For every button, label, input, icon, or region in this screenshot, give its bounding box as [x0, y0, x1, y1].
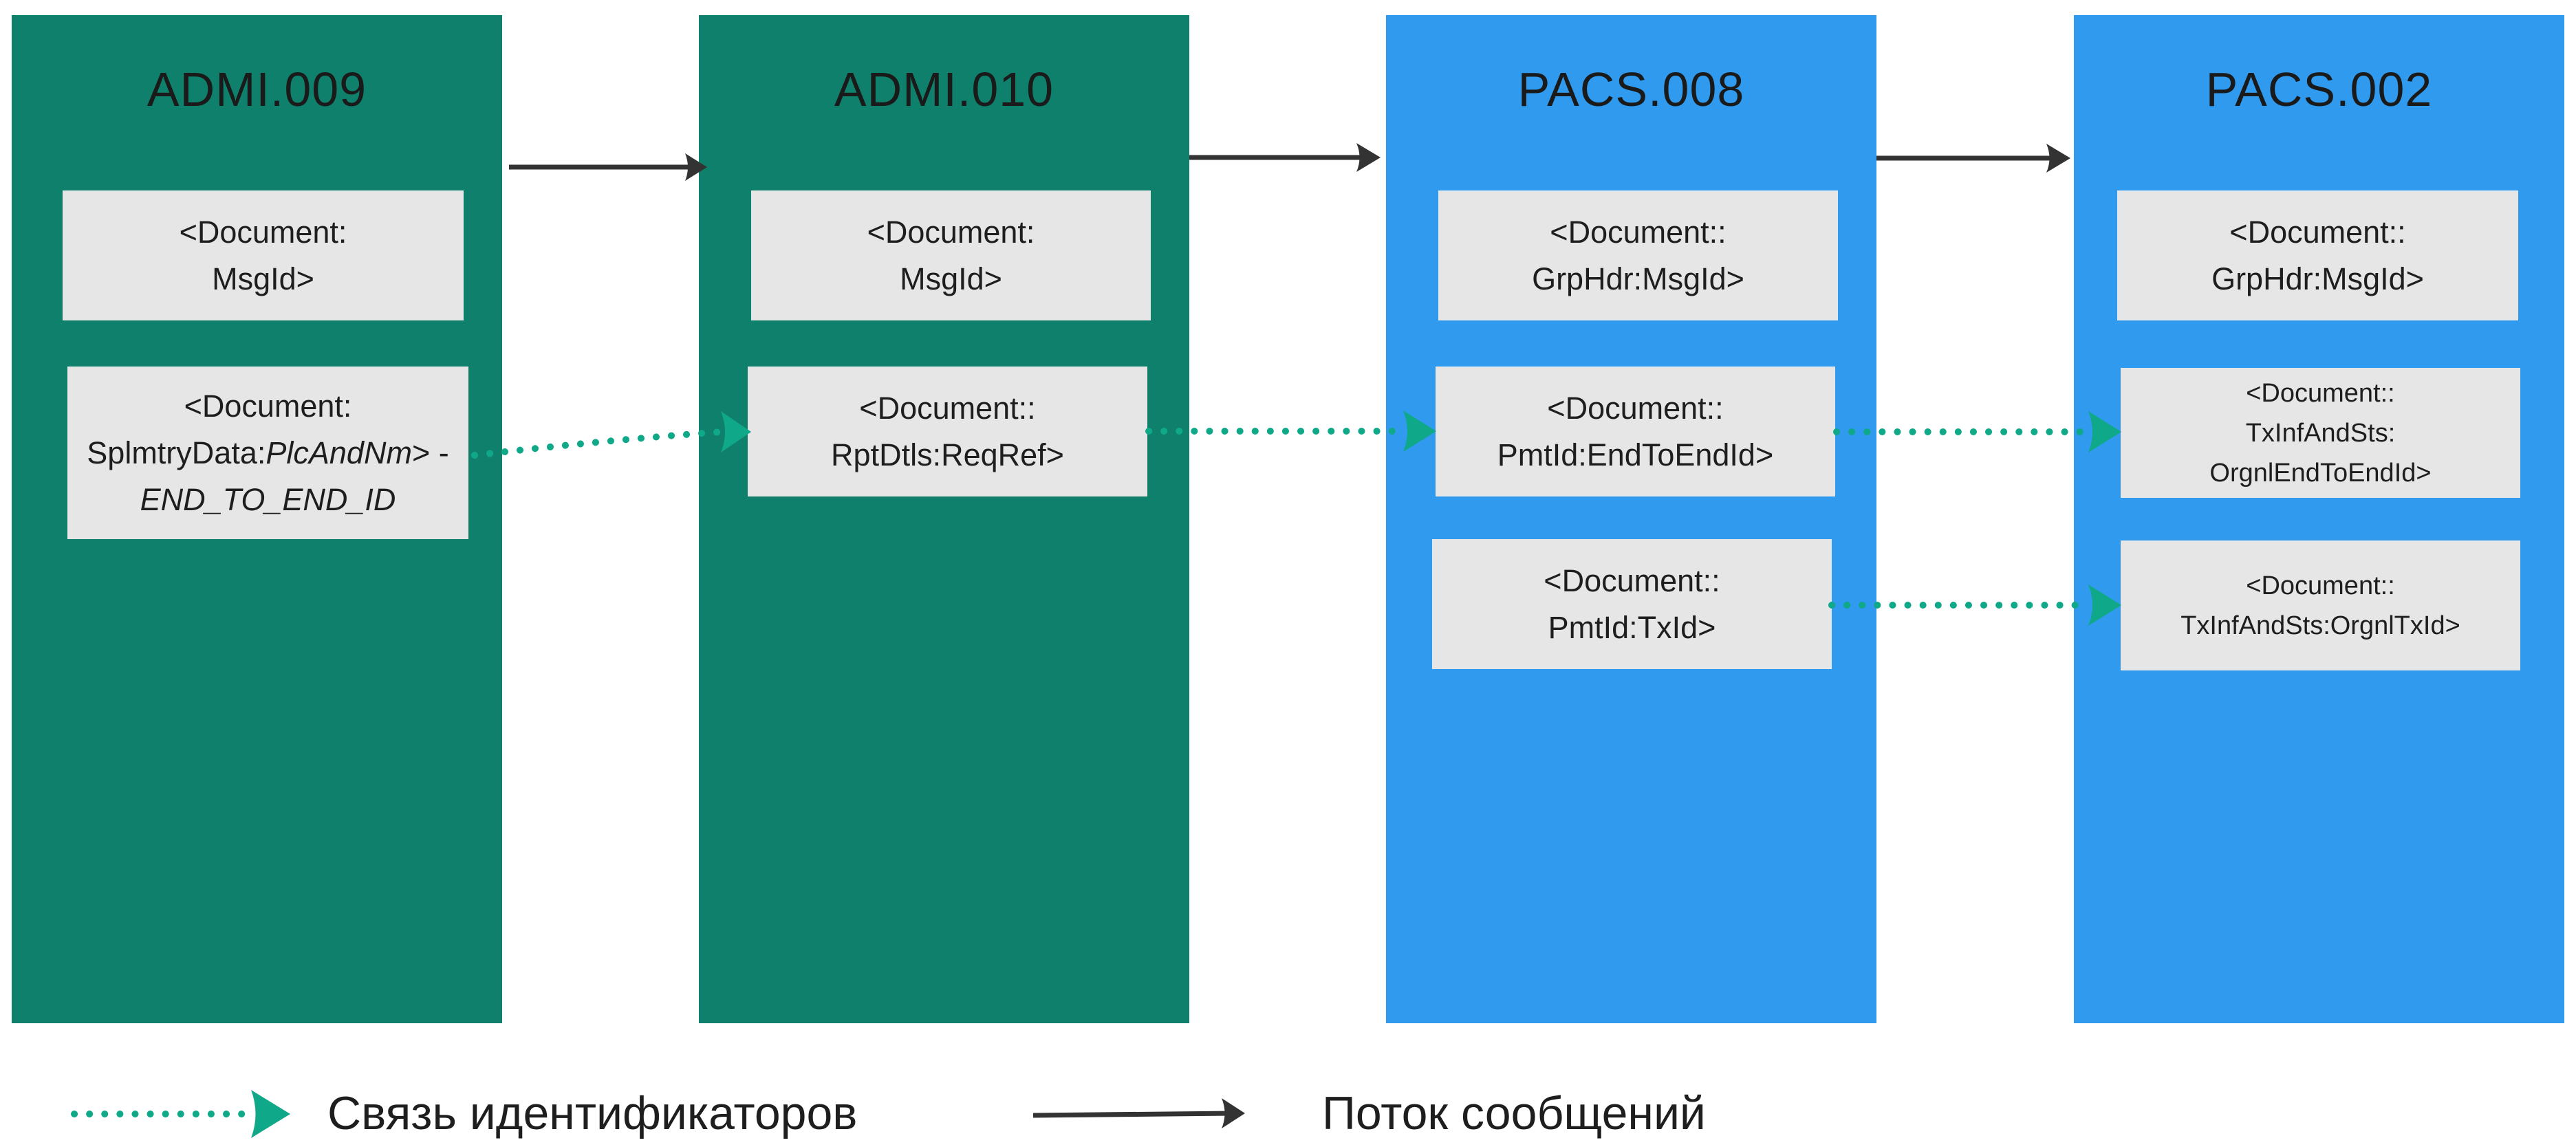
column-pacs-008: PACS.008 — [1386, 15, 1876, 1023]
field-line: <Document: — [179, 214, 347, 250]
field-box-pacs008-txid: <Document:: PmtId:TxId> — [1432, 539, 1832, 669]
field-line: RptDtls:ReqRef> — [831, 437, 1064, 472]
column-title: ADMI.010 — [834, 63, 1054, 116]
legend-id-link-label: Связь идентификаторов — [327, 1087, 858, 1139]
field-line: MsgId> — [212, 261, 314, 296]
field-text: > - — [411, 435, 449, 470]
legend-id-link-icon — [71, 1090, 290, 1138]
field-box-pacs002-orgnlendtoendid: <Document:: TxInfAndSts: OrgnlEndToEndId… — [2121, 368, 2520, 498]
id-link-arrow — [471, 411, 751, 459]
field-line: <Document: — [867, 214, 1035, 250]
field-box-pacs002-orgnltxid: <Document:: TxInfAndSts:OrgnlTxId> — [2121, 540, 2520, 670]
id-link-arrow — [1828, 585, 2121, 626]
field-box-admi009-plcandnm: <Document: SplmtryData:PlcAndNm> - END_T… — [67, 367, 468, 539]
field-box-admi010-msgid: <Document: MsgId> — [751, 190, 1151, 320]
field-line: PmtId:EndToEndId> — [1497, 437, 1774, 472]
field-line: MsgId> — [900, 261, 1002, 296]
column-admi-010: ADMI.010 — [699, 15, 1189, 1023]
field-text: SplmtryData: — [87, 435, 266, 470]
field-line: <Document: — [184, 388, 352, 424]
field-line: GrpHdr:MsgId> — [2211, 261, 2424, 296]
field-line: <Document:: — [859, 390, 1036, 426]
field-line: TxInfAndSts: — [2245, 418, 2396, 448]
field-box-pacs008-endtoendid: <Document:: PmtId:EndToEndId> — [1436, 367, 1835, 496]
column-title: PACS.002 — [2205, 63, 2433, 116]
field-box-pacs008-msgid: <Document:: GrpHdr:MsgId> — [1438, 190, 1838, 320]
message-flow-arrow — [509, 153, 707, 181]
legend-message-flow-icon — [1032, 1098, 1245, 1128]
legend-message-flow-label: Поток сообщений — [1322, 1087, 1706, 1139]
column-pacs-002: PACS.002 — [2074, 15, 2564, 1023]
field-box-admi009-msgid: <Document: MsgId> — [63, 190, 464, 320]
id-link-arrow — [1145, 411, 1436, 452]
field-box-admi010-reqref: <Document:: RptDtls:ReqRef> — [748, 367, 1147, 496]
field-line: <Document:: — [2246, 571, 2395, 600]
field-line: <Document:: — [2246, 378, 2395, 408]
field-line: PmtId:TxId> — [1548, 609, 1716, 645]
field-line: GrpHdr:MsgId> — [1532, 261, 1744, 296]
field-line: <Document:: — [2229, 214, 2406, 250]
message-flow-arrow — [1876, 144, 2070, 173]
field-text-italic: END_TO_END_ID — [140, 481, 396, 517]
field-line: END_TO_END_ID — [87, 477, 448, 523]
field-line: OrgnlEndToEndId> — [2209, 458, 2432, 488]
field-line: <Document:: — [1544, 562, 1720, 598]
field-line: SplmtryData:PlcAndNm> - — [87, 430, 448, 477]
field-text-italic: PlcAndNm — [266, 435, 412, 470]
column-title: PACS.008 — [1517, 63, 1745, 116]
column-title: ADMI.009 — [147, 63, 367, 116]
id-link-arrow — [1833, 411, 2121, 452]
field-line: <Document:: — [1550, 214, 1727, 250]
field-line: <Document:: — [1547, 390, 1724, 426]
field-box-pacs002-msgid: <Document:: GrpHdr:MsgId> — [2117, 190, 2518, 320]
field-line: TxInfAndSts:OrgnlTxId> — [2180, 611, 2460, 640]
message-flow-arrow — [1189, 143, 1381, 172]
